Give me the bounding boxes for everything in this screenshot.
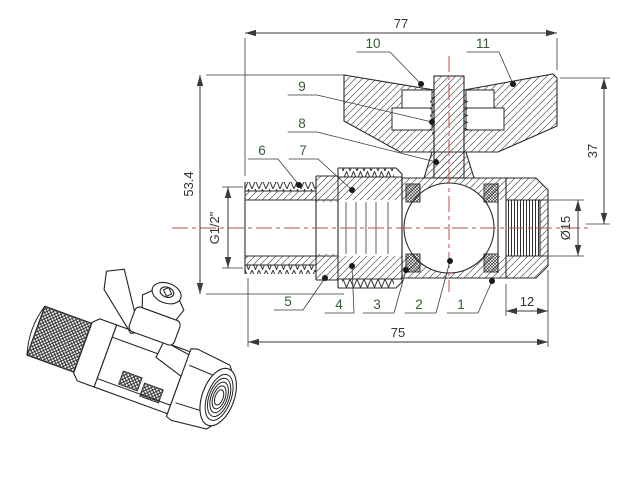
dim-nut-length: 12 bbox=[505, 270, 549, 347]
union-nut bbox=[338, 167, 403, 289]
dim-center-to-handle-top: 37 bbox=[560, 77, 610, 225]
iso-handle bbox=[103, 268, 211, 387]
callout-10: 10 bbox=[356, 36, 424, 87]
stem-thread-left bbox=[430, 96, 434, 134]
section-view bbox=[172, 56, 588, 292]
dim-label-g12: G1/2" bbox=[207, 211, 222, 244]
callout-9: 9 bbox=[287, 79, 435, 125]
svg-text:9: 9 bbox=[298, 79, 306, 94]
valve-body bbox=[401, 177, 507, 279]
dim-label-37: 37 bbox=[585, 144, 600, 158]
callout-7: 7 bbox=[288, 143, 355, 193]
svg-text:3: 3 bbox=[373, 297, 381, 312]
callout-11: 11 bbox=[466, 36, 516, 87]
seat-top-left bbox=[405, 183, 421, 203]
callout-1: 1 bbox=[446, 278, 495, 314]
svg-text:6: 6 bbox=[258, 143, 266, 158]
callout-5: 5 bbox=[273, 275, 328, 311]
callout-8: 8 bbox=[287, 116, 439, 165]
callout-6: 6 bbox=[247, 143, 302, 188]
svg-text:2: 2 bbox=[415, 297, 423, 312]
svg-text:1: 1 bbox=[457, 297, 465, 312]
seat-top-right bbox=[483, 183, 499, 203]
stem-thread-right bbox=[464, 96, 468, 134]
callout-2: 2 bbox=[404, 258, 453, 314]
dim-overall-width-top: 77 bbox=[244, 16, 558, 176]
callouts: 1 2 3 4 5 6 7 8 bbox=[247, 36, 516, 314]
seat-bottom-left bbox=[405, 253, 421, 273]
svg-text:11: 11 bbox=[476, 36, 490, 51]
callout-4: 4 bbox=[324, 263, 355, 314]
iso-male-thread bbox=[26, 305, 93, 373]
svg-text:8: 8 bbox=[298, 116, 306, 131]
dim-label-77: 77 bbox=[394, 16, 408, 31]
tailpiece-flange bbox=[315, 168, 339, 288]
seat-bottom-right bbox=[483, 253, 499, 273]
callout-3: 3 bbox=[362, 267, 409, 314]
isometric-view bbox=[26, 268, 237, 430]
svg-text:7: 7 bbox=[299, 143, 307, 158]
dim-label-12: 12 bbox=[520, 294, 534, 309]
svg-text:5: 5 bbox=[284, 294, 292, 309]
dim-thread-size: G1/2" bbox=[207, 186, 243, 269]
dim-label-53-4: 53.4 bbox=[181, 171, 196, 196]
iso-wing-left bbox=[103, 268, 141, 334]
male-thread-end bbox=[244, 182, 338, 274]
dim-body-length: 75 bbox=[247, 278, 548, 347]
dimensions: 77 53.4 G1/2" 37 Ø15 12 bbox=[181, 16, 610, 347]
svg-text:10: 10 bbox=[365, 36, 380, 51]
iso-female-nut bbox=[165, 348, 237, 430]
svg-text:4: 4 bbox=[335, 297, 343, 312]
dim-bore-diameter: Ø15 bbox=[542, 199, 584, 257]
dim-label-d15: Ø15 bbox=[558, 216, 573, 241]
centerlines bbox=[172, 56, 588, 292]
dim-label-75: 75 bbox=[391, 325, 405, 340]
dim-overall-height: 53.4 bbox=[181, 74, 346, 295]
